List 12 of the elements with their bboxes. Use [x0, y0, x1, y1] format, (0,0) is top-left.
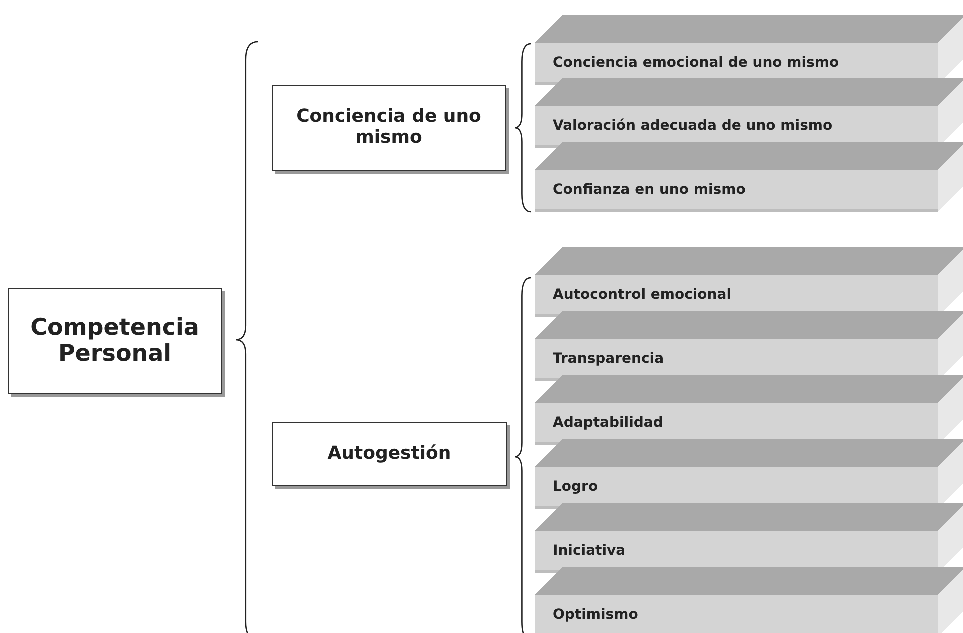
- block-label: Transparencia: [553, 351, 664, 367]
- block-label: Adaptabilidad: [553, 415, 664, 431]
- block-label: Valoración adecuada de uno mismo: [553, 118, 833, 134]
- block-label: Iniciativa: [553, 543, 626, 559]
- block-label: Autocontrol emocional: [553, 287, 732, 303]
- block-label: Confianza en uno mismo: [553, 182, 746, 198]
- concept-box: Conciencia de uno mismo: [272, 85, 506, 171]
- block-label: Conciencia emocional de uno mismo: [553, 55, 840, 71]
- block-label: Logro: [553, 479, 598, 495]
- block-label: Optimismo: [553, 607, 638, 623]
- concept-box: Autogestión: [272, 422, 507, 486]
- concept-box: Competencia Personal: [8, 288, 222, 394]
